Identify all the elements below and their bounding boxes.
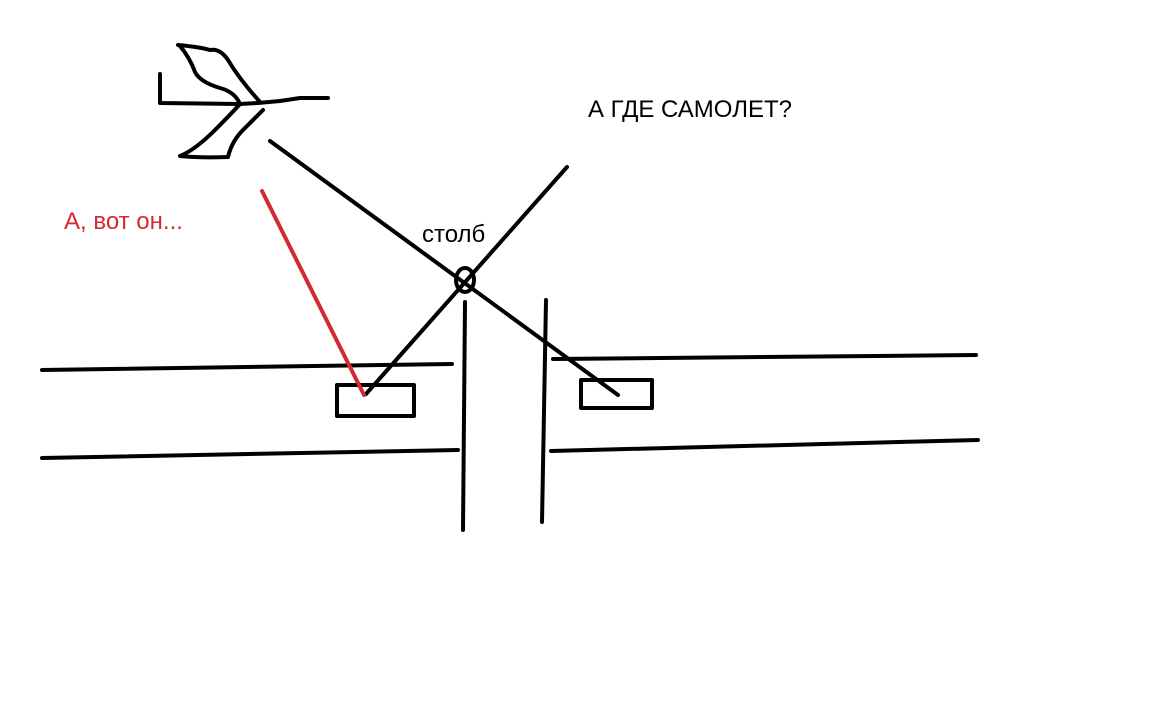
red-sight-line: [260, 189, 366, 397]
window-right: [579, 378, 654, 410]
window-left: [335, 383, 416, 418]
pole-label: столб: [422, 221, 486, 248]
pole-top: [454, 266, 476, 294]
pole-left: [461, 300, 467, 532]
answer-label: А, вот он...: [64, 208, 183, 235]
airplane-icon: [158, 43, 330, 160]
road-left-top: [40, 362, 454, 372]
sight-line-from-plane: [268, 139, 620, 397]
sight-line-up: [364, 165, 569, 396]
pole-right: [540, 298, 548, 524]
road-left-bottom: [40, 448, 460, 460]
road-right-top: [551, 353, 978, 361]
question-label: А ГДЕ САМОЛЕТ?: [588, 96, 792, 123]
road-right-bottom: [549, 438, 980, 453]
